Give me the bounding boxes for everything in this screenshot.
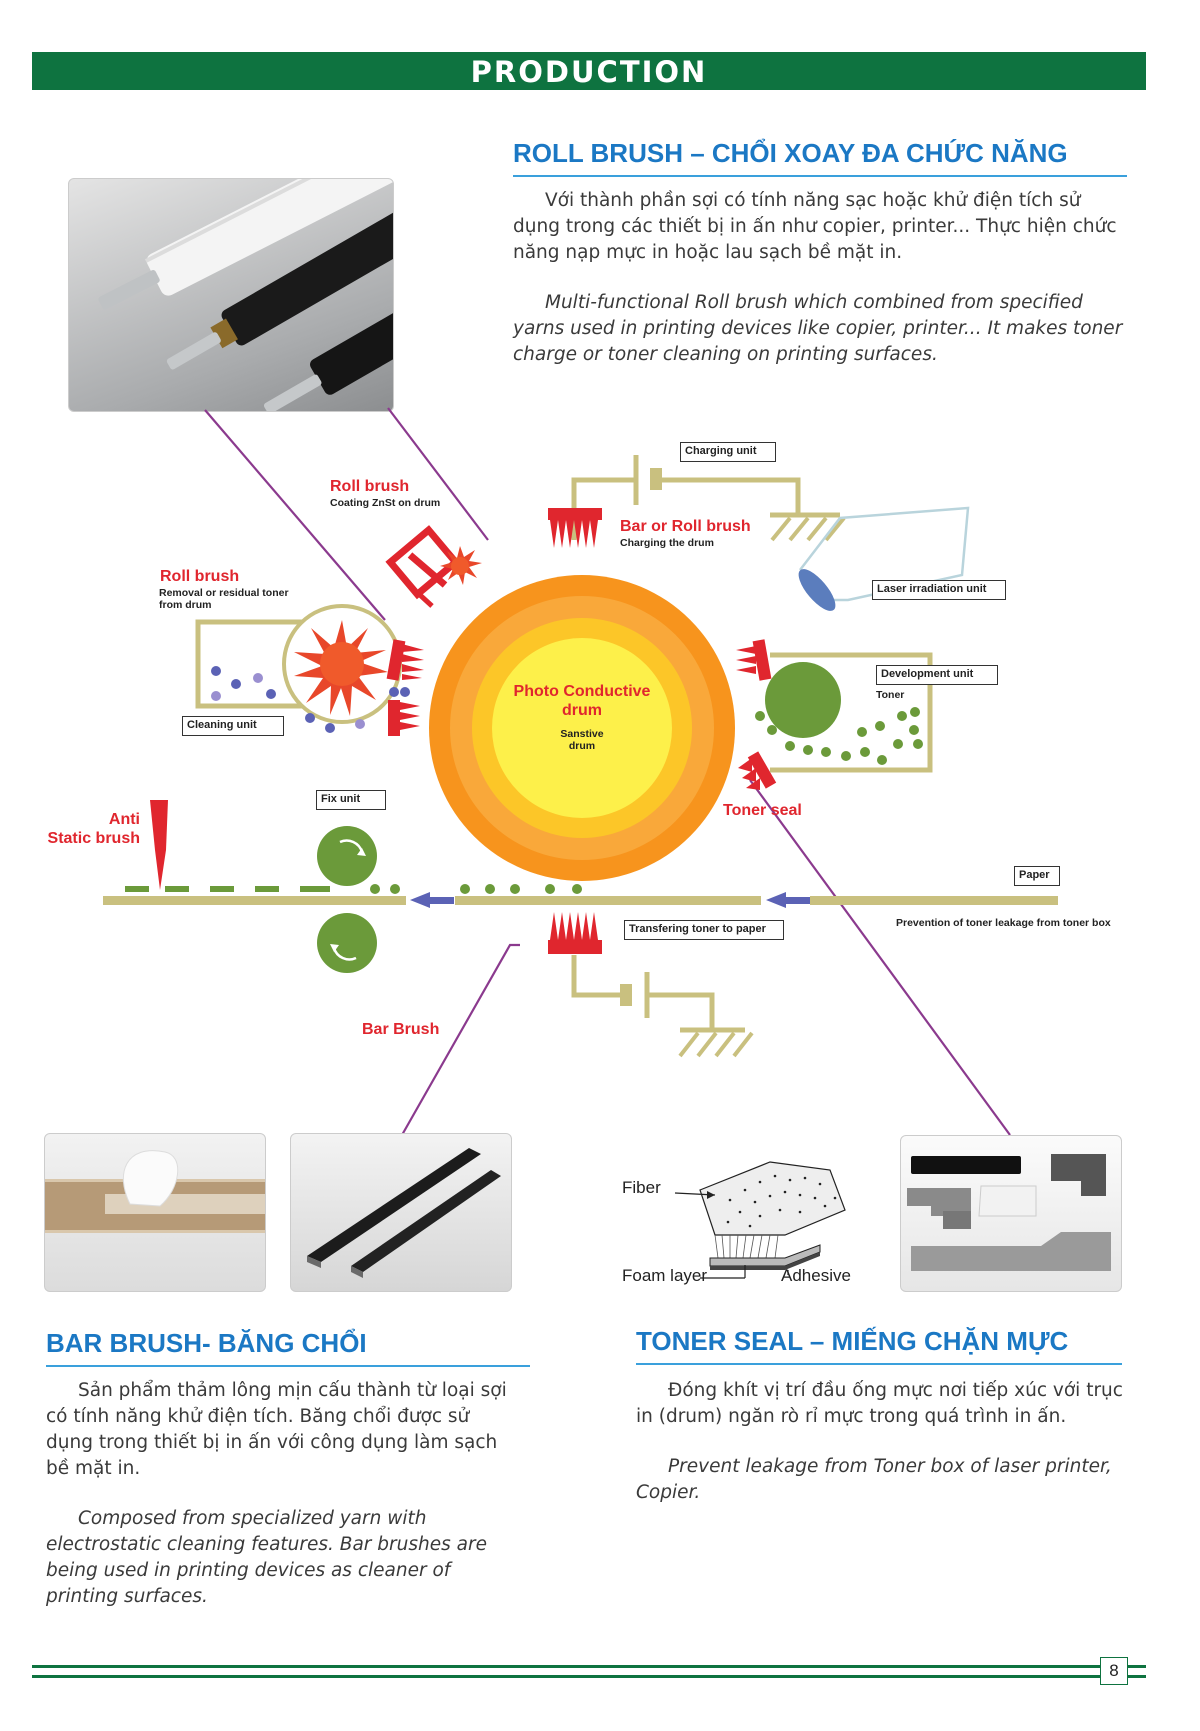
prevention-label: Prevention of toner leakage from toner b…: [896, 917, 1111, 929]
toner-seal-photo: [900, 1135, 1122, 1292]
bar-brush-text: Sản phẩm thảm lông mịn cấu thành từ loại…: [46, 1378, 522, 1610]
development-unit-label: Development unit: [876, 665, 998, 685]
roll-brush-removal-sub2: from drum: [159, 599, 212, 611]
bar-brush-vi: Sản phẩm thảm lông mịn cấu thành từ loại…: [46, 1380, 507, 1479]
toner-label: Toner: [876, 689, 905, 701]
roll-brush-title: ROLL BRUSH – CHỔI XOAY ĐA CHỨC NĂNG: [513, 138, 1127, 177]
paper-label: Paper: [1014, 866, 1060, 886]
drum-sub-2: drum: [568, 740, 596, 752]
page-title: PRODUCTION: [470, 55, 708, 89]
toner-seal-vi: Đóng khít vị trí đầu ống mực nơi tiếp xú…: [636, 1380, 1123, 1427]
cleaning-unit-label: Cleaning unit: [182, 716, 284, 736]
bar-roll-brush-label: Bar or Roll brush: [620, 518, 751, 535]
anti-static-line1: Anti: [108, 811, 140, 828]
anti-static-label: Anti Static brush: [44, 810, 140, 848]
drum-label: Photo Conductive drum Sanstive drum: [482, 682, 682, 752]
fiber-label: Fiber: [622, 1178, 661, 1197]
toner-seal-text: Đóng khít vị trí đầu ống mực nơi tiếp xú…: [636, 1378, 1124, 1506]
foam-label: Foam layer: [622, 1266, 708, 1285]
drum-sub-1: Sanstive: [560, 728, 604, 740]
anti-static-line2: Static brush: [47, 830, 140, 847]
toner-seal-title: TONER SEAL – MIẾNG CHẶN MỰC: [636, 1326, 1122, 1365]
fix-unit-label: Fix unit: [316, 790, 386, 810]
roll-brush-removal-label: Roll brush: [160, 568, 240, 585]
roll-brush-removal-sub1: Removal or residual toner: [159, 587, 289, 599]
footer-line-top: [32, 1665, 1146, 1668]
header-bar: PRODUCTION: [32, 52, 1146, 90]
roll-brush-text: Với thành phần sợi có tính năng sạc hoặc…: [513, 188, 1125, 368]
roll-brush-coating-label: Roll brush: [330, 478, 410, 495]
drum-title-1: Photo Conductive: [513, 683, 651, 700]
footer-line-bottom: [32, 1675, 1146, 1678]
roll-brush-en: Multi-functional Roll brush which combin…: [513, 292, 1123, 365]
toner-seal-label: Toner seal: [723, 802, 802, 819]
transfer-label: Transfering toner to paper: [624, 920, 784, 940]
tape-photo: [44, 1133, 266, 1292]
bar-brush-title: BAR BRUSH- BĂNG CHỔI: [46, 1328, 530, 1367]
bar-brush-photo: [290, 1133, 512, 1292]
laser-unit-label: Laser irradiation unit: [872, 580, 1006, 600]
bar-brush-label: Bar Brush: [362, 1021, 440, 1038]
bar-brush-en: Composed from specialized yarn with elec…: [46, 1508, 487, 1607]
charging-unit-label: Charging unit: [680, 442, 776, 462]
adhesive-label: Adhesive: [781, 1266, 851, 1285]
bar-roll-brush-sub: Charging the drum: [620, 537, 714, 549]
page-number: 8: [1100, 1657, 1128, 1685]
printer-process-diagram: [103, 407, 1058, 1136]
roll-brush-vi: Với thành phần sợi có tính năng sạc hoặc…: [513, 190, 1117, 263]
toner-seal-en: Prevent leakage from Toner box of laser …: [636, 1456, 1112, 1503]
roll-brush-photo: [68, 178, 394, 412]
toner-seal-schematic: [674, 1161, 846, 1279]
drum-title-2: drum: [562, 702, 602, 719]
roll-brush-coating-sub: Coating ZnSt on drum: [330, 497, 441, 509]
